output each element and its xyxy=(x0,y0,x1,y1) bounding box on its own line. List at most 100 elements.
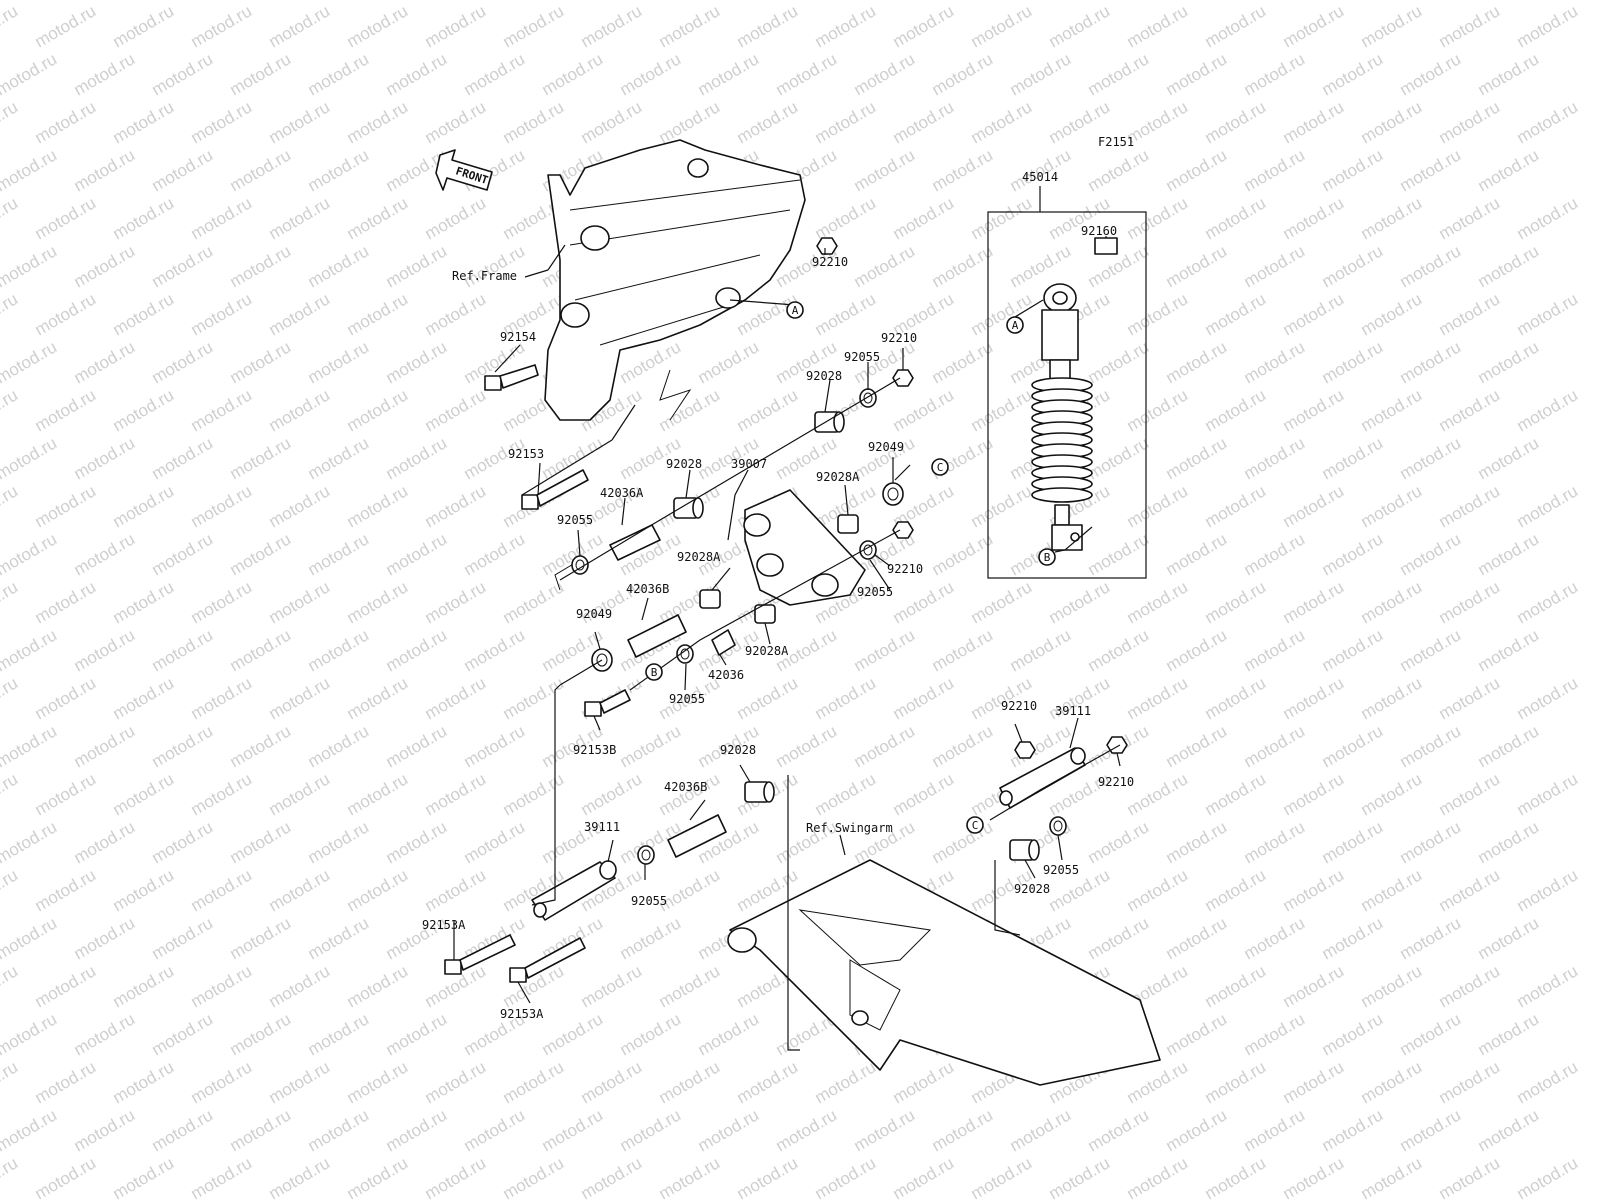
watermark-text: motod.ru xyxy=(812,673,880,723)
watermark-text: motod.ru xyxy=(227,817,295,867)
watermark-text: motod.ru xyxy=(1358,481,1426,531)
watermark-text: motod.ru xyxy=(1514,1057,1582,1107)
part-label-92028a: 92028A xyxy=(677,550,721,564)
part-label-39111: 39111 xyxy=(1055,704,1091,718)
watermark-text: motod.ru xyxy=(1085,0,1153,3)
watermark-text: motod.ru xyxy=(656,961,724,1011)
ref-marker-c-rocker: C xyxy=(931,458,949,476)
watermark-text: motod.ru xyxy=(71,241,139,291)
part-label-92210: 92210 xyxy=(1098,775,1134,789)
watermark-text: motod.ru xyxy=(1202,193,1270,243)
watermark-text: motod.ru xyxy=(1397,1105,1465,1155)
ref-marker-label: B xyxy=(1044,551,1051,564)
watermark-text: motod.ru xyxy=(1085,1105,1153,1155)
watermark-text: motod.ru xyxy=(929,817,997,867)
watermark-text: motod.ru xyxy=(110,961,178,1011)
watermark-text: motod.ru xyxy=(1475,817,1543,867)
watermark-text: motod.ru xyxy=(500,97,568,147)
collar-92028A-right xyxy=(837,514,859,534)
watermark-text: motod.ru xyxy=(1202,385,1270,435)
watermark-text: motod.ru xyxy=(1163,529,1231,579)
watermark-text: motod.ru xyxy=(461,817,529,867)
watermark-text: motod.ru xyxy=(227,241,295,291)
ref-swingarm-label: Ref.Swingarm xyxy=(806,821,893,835)
watermark-text: motod.ru xyxy=(1280,673,1348,723)
watermark-text: motod.ru xyxy=(656,1153,724,1200)
part-label-92049: 92049 xyxy=(868,440,904,454)
watermark-text: motod.ru xyxy=(1436,1057,1504,1107)
part-label-92055: 92055 xyxy=(557,513,593,527)
watermark-text: motod.ru xyxy=(1241,241,1309,291)
watermark-text: motod.ru xyxy=(110,385,178,435)
part-label-45014: 45014 xyxy=(1022,170,1058,184)
watermark-text: motod.ru xyxy=(188,961,256,1011)
watermark-text: motod.ru xyxy=(227,1105,295,1155)
watermark-text: motod.ru xyxy=(617,1105,685,1155)
seal-92055-a xyxy=(859,388,877,408)
part-label-42036a: 42036A xyxy=(600,486,644,500)
part-label-92153a: 92153A xyxy=(422,918,466,932)
watermark-text: motod.ru xyxy=(1280,961,1348,1011)
watermark-text: motod.ru xyxy=(227,529,295,579)
watermark-text: motod.ru xyxy=(656,97,724,147)
watermark-text: motod.ru xyxy=(1436,193,1504,243)
watermark-text: motod.ru xyxy=(188,385,256,435)
watermark-text: motod.ru xyxy=(1007,49,1075,99)
watermark-text: motod.ru xyxy=(656,1,724,51)
part-label-92028: 92028 xyxy=(806,369,842,383)
watermark-text: motod.ru xyxy=(578,97,646,147)
watermark-text: motod.ru xyxy=(1085,817,1153,867)
watermark-text: motod.ru xyxy=(578,769,646,819)
watermark-text: motod.ru xyxy=(149,241,217,291)
watermark-text: motod.ru xyxy=(929,337,997,387)
watermark-text: motod.ru xyxy=(500,769,568,819)
watermark-text: motod.ru xyxy=(1514,481,1582,531)
watermark-text: motod.ru xyxy=(1202,577,1270,627)
watermark-text: motod.ru xyxy=(812,97,880,147)
watermark-text: motod.ru xyxy=(0,289,21,339)
watermark-text: motod.ru xyxy=(1514,97,1582,147)
watermark-text: motod.ru xyxy=(1319,913,1387,963)
part-label-92028: 92028 xyxy=(720,743,756,757)
watermark-text: motod.ru xyxy=(1241,1009,1309,1059)
watermark-text: motod.ru xyxy=(1319,0,1387,3)
watermark-text: motod.ru xyxy=(32,1153,100,1200)
watermark-text: motod.ru xyxy=(890,769,958,819)
watermark-text: motod.ru xyxy=(1397,625,1465,675)
watermark-text: motod.ru xyxy=(71,721,139,771)
watermark-text: motod.ru xyxy=(539,49,607,99)
watermark-text: motod.ru xyxy=(851,145,919,195)
part-label-92028: 92028 xyxy=(666,457,702,471)
watermark-text: motod.ru xyxy=(461,721,529,771)
watermark-text: motod.ru xyxy=(1163,625,1231,675)
nut-92210-tie-left xyxy=(1014,741,1036,759)
part-label-92210: 92210 xyxy=(881,331,917,345)
watermark-text: motod.ru xyxy=(71,145,139,195)
rocker-arm-39007 xyxy=(743,489,866,606)
watermark-text: motod.ru xyxy=(1358,673,1426,723)
watermark-text: motod.ru xyxy=(461,1105,529,1155)
watermark-text: motod.ru xyxy=(266,289,334,339)
watermark-text: motod.ru xyxy=(500,673,568,723)
watermark-text: motod.ru xyxy=(0,49,60,99)
watermark-text: motod.ru xyxy=(1319,145,1387,195)
watermark-text: motod.ru xyxy=(890,577,958,627)
watermark-text: motod.ru xyxy=(305,145,373,195)
watermark-text: motod.ru xyxy=(383,721,451,771)
watermark-text: motod.ru xyxy=(1436,769,1504,819)
watermark-text: motod.ru xyxy=(1241,721,1309,771)
watermark-text: motod.ru xyxy=(422,1153,490,1200)
watermark-text: motod.ru xyxy=(266,193,334,243)
part-label-92210: 92210 xyxy=(887,562,923,576)
watermark-text: motod.ru xyxy=(32,865,100,915)
part-label-92055: 92055 xyxy=(669,692,705,706)
part-label-92049: 92049 xyxy=(576,607,612,621)
watermark-text: motod.ru xyxy=(149,0,217,3)
watermark-text: motod.ru xyxy=(812,769,880,819)
watermark-text: motod.ru xyxy=(1202,289,1270,339)
watermark-text: motod.ru xyxy=(1358,1153,1426,1200)
watermark-text: motod.ru xyxy=(929,1105,997,1155)
watermark-text: motod.ru xyxy=(227,0,295,3)
watermark-text: motod.ru xyxy=(188,1153,256,1200)
watermark-text: motod.ru xyxy=(1397,433,1465,483)
